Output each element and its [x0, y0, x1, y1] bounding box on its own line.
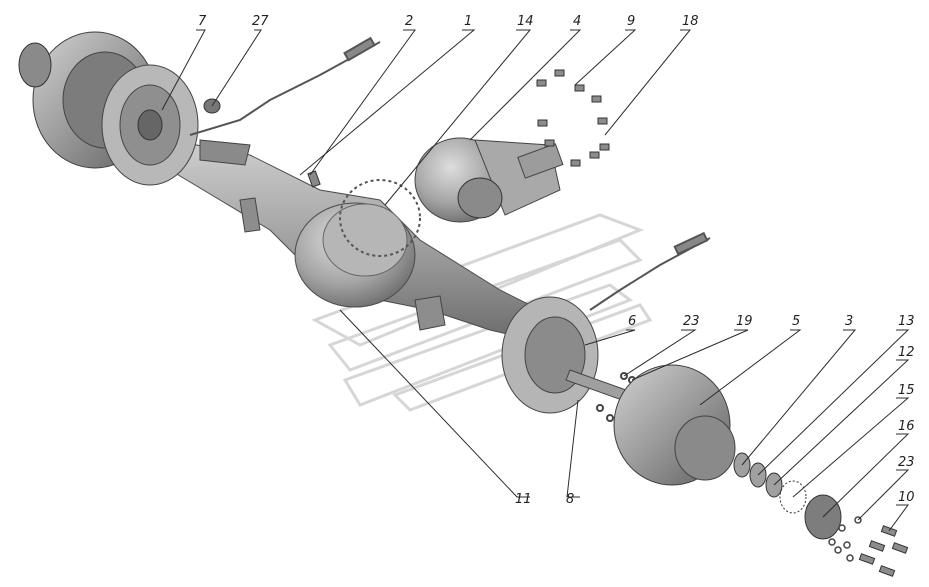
callout-5: 5	[792, 314, 800, 329]
callout-16: 16	[898, 419, 915, 434]
callout-15: 15	[898, 383, 915, 398]
callout-1: 1	[464, 14, 472, 29]
callout-12: 12	[898, 345, 915, 360]
right-brake-drum	[613, 364, 736, 486]
callout-7: 7	[198, 14, 207, 29]
callout-9: 9	[627, 14, 635, 29]
callout-4: 4	[573, 14, 581, 29]
callout-2: 2	[405, 14, 413, 29]
callout-11: 11	[515, 492, 532, 507]
left-parking-brake-cable	[189, 36, 381, 136]
final-drive-unit	[414, 137, 564, 223]
left-brake-backing-plate	[101, 64, 199, 186]
stud-bolts-10	[858, 525, 909, 577]
callout-3: 3	[845, 314, 853, 329]
callout-18: 18	[682, 14, 699, 29]
callout-19: 19	[736, 314, 753, 329]
spring-washers-23	[828, 516, 862, 562]
callout-23-lower: 23	[898, 455, 915, 470]
leader-lines	[161, 29, 910, 532]
callout-23-upper: 23	[683, 314, 700, 329]
housing-gasket	[339, 179, 421, 257]
callout-labels: 7 27 2 1 14 4 9 18 6 23 19 5 3 13 12 15 …	[198, 14, 915, 507]
right-brake-backing-plate	[501, 296, 599, 414]
callout-6: 6	[628, 314, 636, 329]
callout-10: 10	[898, 490, 915, 505]
callout-13: 13	[898, 314, 915, 329]
bolt-set-9	[536, 69, 610, 167]
callout-8: 8	[566, 492, 574, 507]
callout-27: 27	[252, 14, 269, 29]
axle-housing	[169, 139, 561, 346]
callout-14: 14	[517, 14, 534, 29]
right-parking-brake-cable	[589, 231, 711, 311]
